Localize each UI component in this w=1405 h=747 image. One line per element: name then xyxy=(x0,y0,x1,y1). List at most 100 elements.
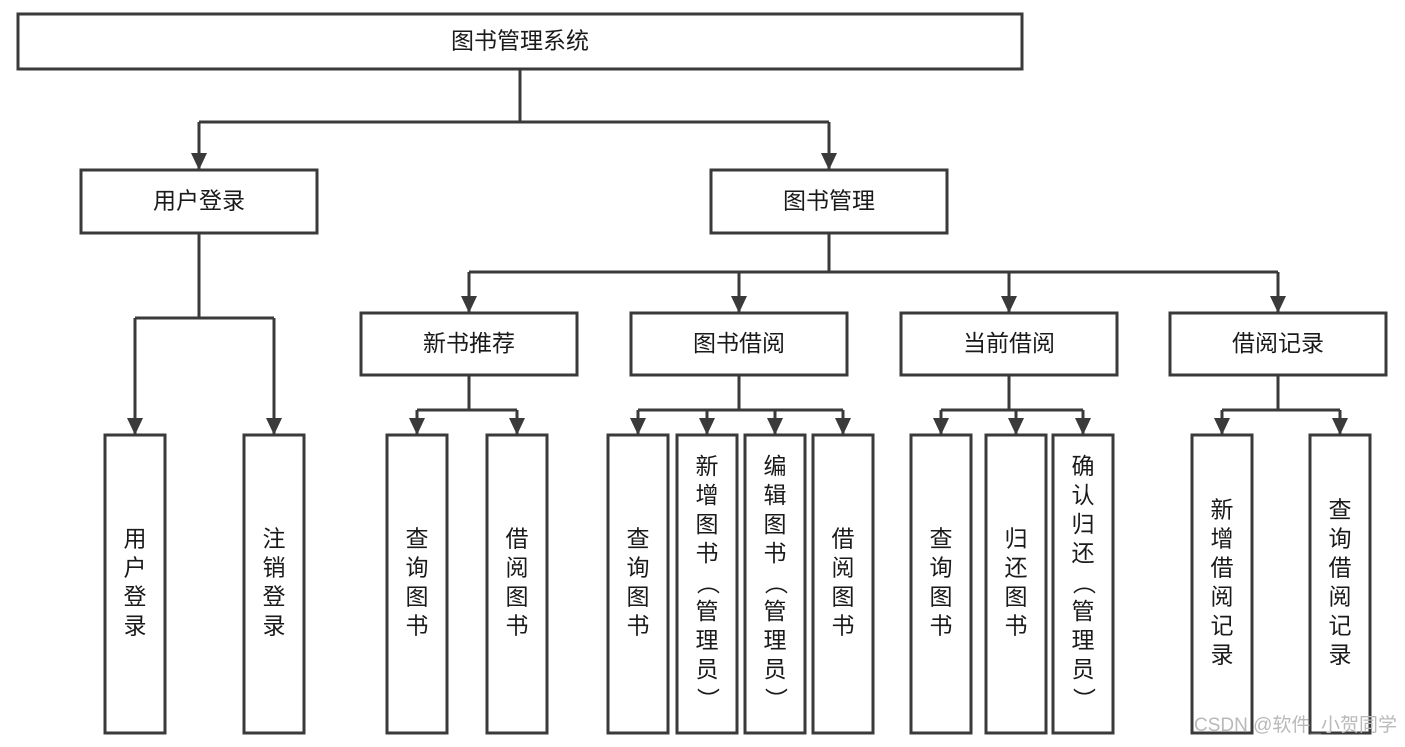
node-box-current-borrow xyxy=(899,311,1119,377)
node-label-char: 新 xyxy=(696,453,719,479)
node-label-char: 书 xyxy=(764,540,787,566)
node-new-book-recommend[interactable]: 新书推荐 xyxy=(359,311,579,377)
node-box-leaf-confirm-return-admin xyxy=(1051,433,1115,735)
node-label-char: 书 xyxy=(506,613,529,639)
node-box-new-book-recommend xyxy=(359,311,579,377)
node-label-char: （ xyxy=(763,572,789,595)
arrow-head xyxy=(699,418,715,435)
node-label-char: 查 xyxy=(627,526,650,552)
edge-group-user-login xyxy=(127,233,282,435)
edge-group-current-borrow xyxy=(933,375,1091,435)
node-label-char: 理 xyxy=(764,627,787,653)
arrow-head xyxy=(1270,296,1286,313)
node-label-char: 书 xyxy=(832,613,855,639)
node-label-char: 询 xyxy=(627,555,650,581)
arrow-head xyxy=(509,418,525,435)
node-label-char: 增 xyxy=(1211,526,1234,552)
node-user-login[interactable]: 用户登录 xyxy=(79,168,319,235)
arrow-head xyxy=(409,418,425,435)
node-label-char: 确 xyxy=(1072,453,1095,479)
node-label-char: 员 xyxy=(696,656,719,682)
node-box-leaf-borrow-book xyxy=(811,433,875,735)
node-leaf-user-login[interactable]: 用户登录 xyxy=(103,433,167,735)
arrow-head xyxy=(1214,418,1230,435)
node-label-char: 图 xyxy=(627,584,650,610)
node-label-char: 阅 xyxy=(832,555,855,581)
node-current-borrow[interactable]: 当前借阅 xyxy=(899,311,1119,377)
arrow-head xyxy=(630,418,646,435)
node-label-char: 阅 xyxy=(1329,584,1352,610)
node-label-char: 图 xyxy=(1005,584,1028,610)
node-label-current-borrow: 当前借阅 xyxy=(963,330,1055,356)
node-label-char: ） xyxy=(1071,688,1097,711)
node-label-char: 查 xyxy=(930,526,953,552)
node-label-char: 登 xyxy=(263,584,286,610)
node-root[interactable]: 图书管理系统 xyxy=(16,12,1024,71)
node-label-char: 登 xyxy=(124,584,147,610)
node-box-leaf-add-book-admin xyxy=(675,433,739,735)
node-label-char: 询 xyxy=(1329,526,1352,552)
node-label-char: 书 xyxy=(627,613,650,639)
node-label-char: ） xyxy=(695,688,721,711)
node-label-char: 图 xyxy=(696,511,719,537)
node-label-char: 记 xyxy=(1329,613,1352,639)
arrow-head xyxy=(835,418,851,435)
edge-group-root xyxy=(191,69,837,170)
edge-group-borrow-record xyxy=(1214,375,1348,435)
node-label-char: 录 xyxy=(1211,642,1234,668)
connector-layer xyxy=(127,69,1348,435)
node-label-char: 查 xyxy=(406,526,429,552)
node-box-leaf-user-login xyxy=(103,433,167,735)
node-box-root xyxy=(16,12,1024,71)
node-label-book-management: 图书管理 xyxy=(783,188,875,214)
node-label-char: 记 xyxy=(1211,613,1234,639)
node-borrow-record[interactable]: 借阅记录 xyxy=(1168,311,1388,377)
node-label-user-login: 用户登录 xyxy=(153,188,245,214)
node-box-leaf-logout-login xyxy=(242,433,306,735)
node-book-borrow[interactable]: 图书借阅 xyxy=(629,311,849,377)
node-label-char: （ xyxy=(1071,572,1097,595)
node-label-char: 借 xyxy=(1329,555,1352,581)
node-box-borrow-record xyxy=(1168,311,1388,377)
node-label-char: 认 xyxy=(1072,482,1095,508)
node-label-char: 询 xyxy=(406,555,429,581)
node-label-char: 员 xyxy=(764,656,787,682)
node-label-char: 管 xyxy=(696,598,719,624)
arrow-head xyxy=(1001,296,1017,313)
node-label-char: 管 xyxy=(1072,598,1095,624)
node-box-book-borrow xyxy=(629,311,849,377)
node-label-char: 员 xyxy=(1072,656,1095,682)
node-label-char: 销 xyxy=(263,555,286,581)
node-label-root: 图书管理系统 xyxy=(451,28,589,54)
arrow-head xyxy=(1008,418,1024,435)
node-label-char: 辑 xyxy=(764,482,787,508)
node-label-char: 理 xyxy=(696,627,719,653)
node-label-char: 图 xyxy=(832,584,855,610)
arrow-head xyxy=(1332,418,1348,435)
node-label-char: 还 xyxy=(1005,555,1028,581)
node-label-char: 图 xyxy=(764,511,787,537)
node-box-leaf-query-borrow-record xyxy=(1308,433,1372,735)
edge-group-new-book-recommend xyxy=(409,375,525,435)
node-label-char: （ xyxy=(695,572,721,595)
node-label-char: 阅 xyxy=(1211,584,1234,610)
node-label-new-book-recommend: 新书推荐 xyxy=(423,330,515,356)
node-label-char: 书 xyxy=(1005,613,1028,639)
arrow-head xyxy=(461,296,477,313)
node-label-char: ） xyxy=(763,688,789,711)
node-label-char: 书 xyxy=(406,613,429,639)
node-book-management[interactable]: 图书管理 xyxy=(709,168,949,235)
